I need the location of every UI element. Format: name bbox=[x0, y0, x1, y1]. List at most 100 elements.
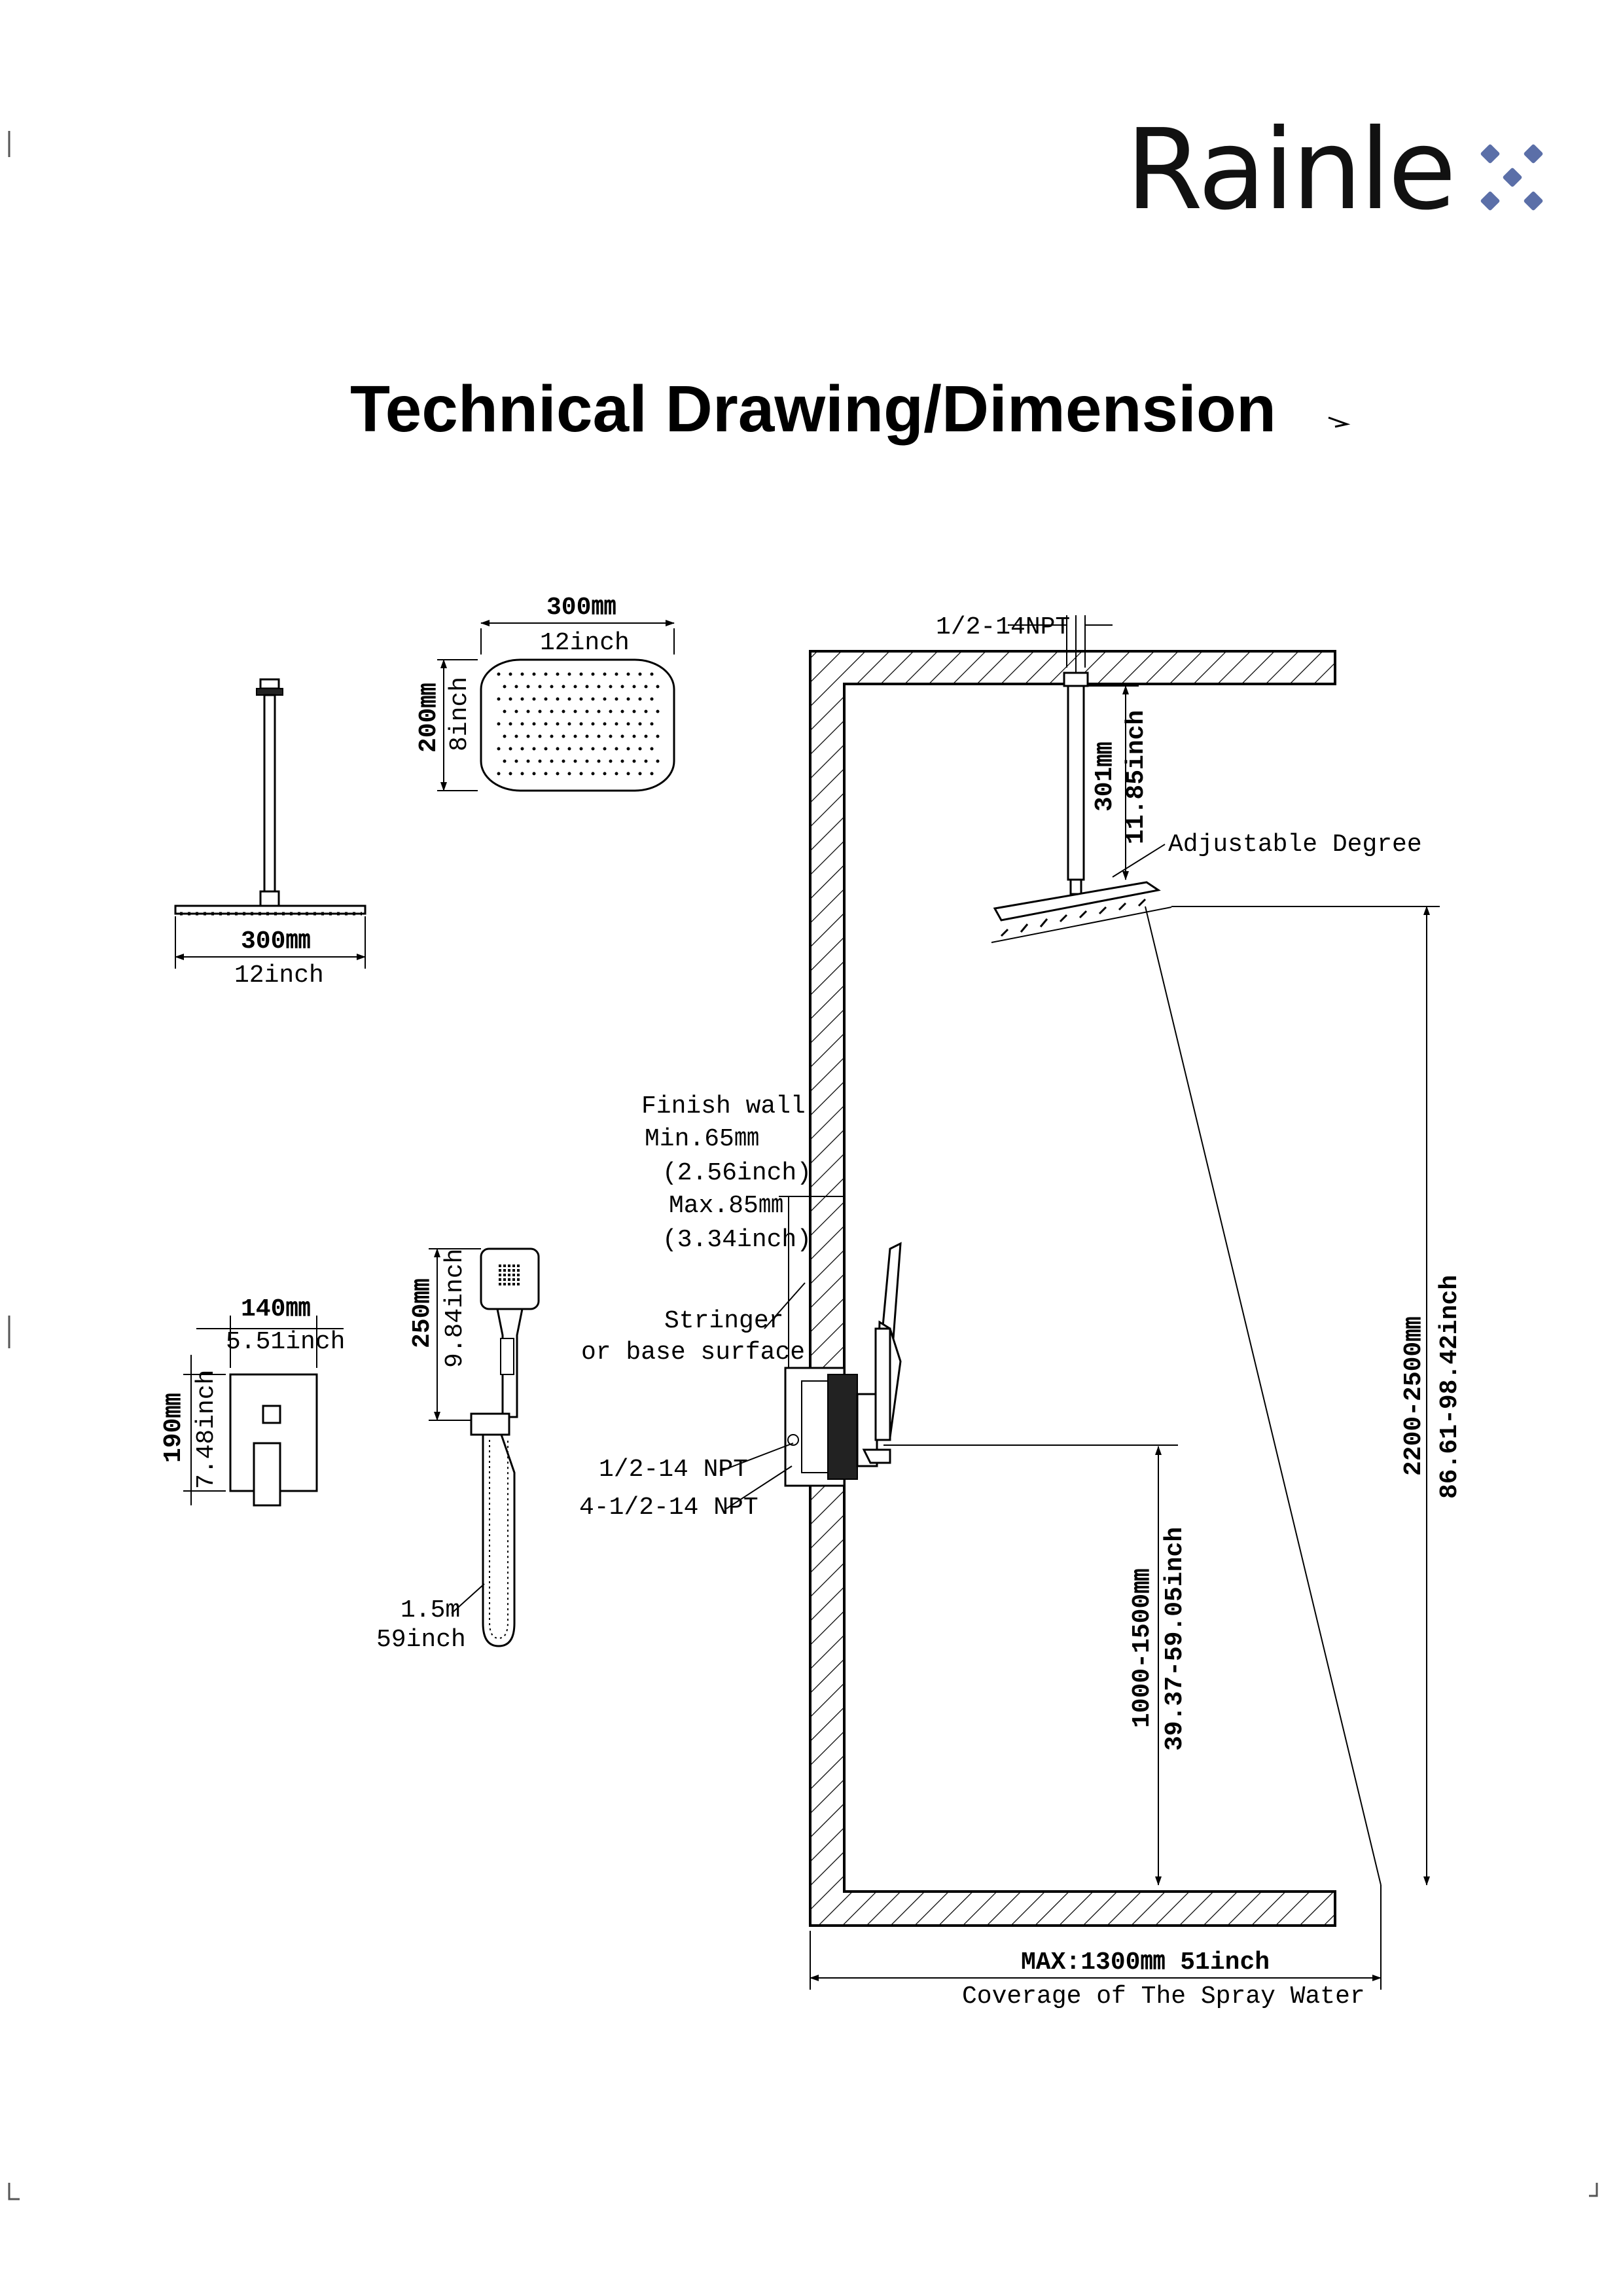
finish-wall-note: Finish wall Min.65㎜ (2.56inch) Max.85㎜ (… bbox=[641, 1092, 844, 1368]
nozzle-dot bbox=[538, 709, 542, 713]
nozzle-dot bbox=[626, 722, 630, 726]
nozzle-dot bbox=[591, 672, 595, 676]
nozzle-dot bbox=[514, 709, 518, 713]
nozzle-dot bbox=[497, 672, 501, 676]
label-plate-height-mm: 190㎜ bbox=[160, 1393, 188, 1463]
nozzle-dot bbox=[556, 772, 560, 776]
nozzle-dot bbox=[650, 697, 654, 701]
nozzle-dot bbox=[556, 747, 560, 751]
hand-nozzle-dot bbox=[512, 1274, 515, 1276]
nozzle-dot bbox=[562, 734, 565, 738]
nozzle-dot bbox=[532, 772, 536, 776]
nozzle-dot bbox=[567, 697, 571, 701]
nozzle-dot bbox=[579, 672, 583, 676]
nozzle-dot bbox=[550, 734, 554, 738]
nozzle-dot bbox=[626, 772, 630, 776]
wall-valve-assembly bbox=[784, 1367, 891, 1487]
nozzle-dot bbox=[644, 709, 648, 713]
label-finish-min-in: (2.56inch) bbox=[662, 1159, 812, 1187]
nozzle-dot bbox=[603, 722, 607, 726]
hand-nozzle-dot bbox=[512, 1269, 515, 1272]
hand-nozzle-dot bbox=[503, 1283, 506, 1285]
nozzle-dot bbox=[615, 672, 618, 676]
nozzle-dot bbox=[591, 772, 595, 776]
nozzle-dot bbox=[579, 722, 583, 726]
nozzle-dot bbox=[579, 697, 583, 701]
wall-hand-shower bbox=[874, 1242, 902, 1441]
nozzle-dot bbox=[632, 759, 636, 763]
label-adjustable: Adjustable Degree bbox=[1168, 831, 1422, 859]
label-side-width-in: 12inch bbox=[234, 961, 324, 990]
nozzle-dot bbox=[556, 672, 560, 676]
dim-arm-length: 301㎜ 11.85inch Adjustable Degree bbox=[1086, 685, 1422, 880]
label-finish-max: Max.85㎜ bbox=[669, 1192, 783, 1220]
nozzle-dot bbox=[508, 747, 512, 751]
nozzle-dot bbox=[585, 734, 589, 738]
hand-shower-detail: 250㎜ 9.84inch 1.5m 59inch bbox=[376, 1247, 540, 1654]
nozzle-dot bbox=[615, 747, 618, 751]
nozzle-dot bbox=[567, 747, 571, 751]
label-coverage-desc: Coverage of The Spray Water bbox=[962, 1982, 1365, 2011]
hand-nozzle-dot bbox=[503, 1269, 506, 1272]
nozzle-dot bbox=[526, 759, 530, 763]
label-hand-length-mm: 250㎜ bbox=[408, 1279, 437, 1348]
nozzle-dot bbox=[514, 759, 518, 763]
nozzle-dot bbox=[597, 685, 601, 689]
hand-nozzle-dot bbox=[503, 1265, 506, 1267]
nozzle-dot bbox=[532, 697, 536, 701]
nozzle-dot bbox=[603, 772, 607, 776]
nozzle-dot bbox=[632, 709, 636, 713]
nozzle-dot bbox=[656, 709, 660, 713]
hand-nozzle-dot bbox=[517, 1278, 520, 1281]
hand-nozzle-dot bbox=[508, 1269, 510, 1272]
nozzle-dot bbox=[638, 772, 642, 776]
label-arm-in: 11.85inch bbox=[1122, 710, 1150, 844]
hand-nozzle-dot bbox=[499, 1265, 501, 1267]
nozzle-dot bbox=[644, 759, 648, 763]
nozzle-dot bbox=[503, 709, 507, 713]
nozzle-dot bbox=[638, 747, 642, 751]
nozzle-dot bbox=[603, 747, 607, 751]
nozzle-dot bbox=[650, 672, 654, 676]
label-stringer: Stringer bbox=[664, 1307, 783, 1335]
label-plate-width-mm: 140㎜ bbox=[241, 1295, 310, 1323]
nozzle-dot bbox=[620, 759, 624, 763]
nozzle-dot bbox=[638, 672, 642, 676]
label-coverage-max: MAX:1300㎜ 51inch bbox=[1021, 1948, 1270, 1977]
dim-coverage: MAX:1300㎜ 51inch Coverage of The Spray W… bbox=[810, 1885, 1382, 2011]
hand-nozzle-dot bbox=[499, 1278, 501, 1281]
label-valve-height-in: 39.37-59.05inch bbox=[1161, 1527, 1189, 1751]
nozzle-dot bbox=[544, 672, 548, 676]
nozzle-dot bbox=[514, 734, 518, 738]
label-hose-m: 1.5m bbox=[401, 1596, 460, 1624]
nozzle-dot bbox=[544, 722, 548, 726]
nozzle-dot bbox=[620, 734, 624, 738]
nozzle-dot bbox=[556, 697, 560, 701]
label-top-depth-in: 8inch bbox=[446, 677, 474, 751]
nozzle-dot bbox=[597, 709, 601, 713]
nozzle-dot bbox=[567, 722, 571, 726]
wall-section bbox=[809, 650, 1336, 1927]
nozzle-dot bbox=[550, 759, 554, 763]
npt-notes: 1/2-14 NPT 4-1/2-14 NPT bbox=[579, 1443, 794, 1522]
label-finish-max-in: (3.34inch) bbox=[662, 1226, 812, 1254]
nozzle-dot bbox=[556, 722, 560, 726]
nozzle-dot bbox=[573, 734, 577, 738]
nozzle-dot bbox=[562, 685, 565, 689]
nozzle-dot bbox=[520, 672, 524, 676]
nozzle-dot bbox=[573, 759, 577, 763]
nozzle-dot bbox=[550, 685, 554, 689]
nozzle-dot bbox=[508, 772, 512, 776]
label-top-depth-mm: 200㎜ bbox=[415, 683, 443, 753]
label-valve-height-mm: 1000-1500㎜ bbox=[1128, 1569, 1156, 1728]
nozzle-dot bbox=[626, 672, 630, 676]
nozzle-dot bbox=[620, 709, 624, 713]
nozzle-dot bbox=[538, 759, 542, 763]
nozzle-dot bbox=[532, 722, 536, 726]
nozzle-dot bbox=[508, 672, 512, 676]
nozzle-dot bbox=[650, 772, 654, 776]
nozzle-dot bbox=[497, 747, 501, 751]
nozzle-dot bbox=[544, 772, 548, 776]
nozzle-dot bbox=[526, 734, 530, 738]
